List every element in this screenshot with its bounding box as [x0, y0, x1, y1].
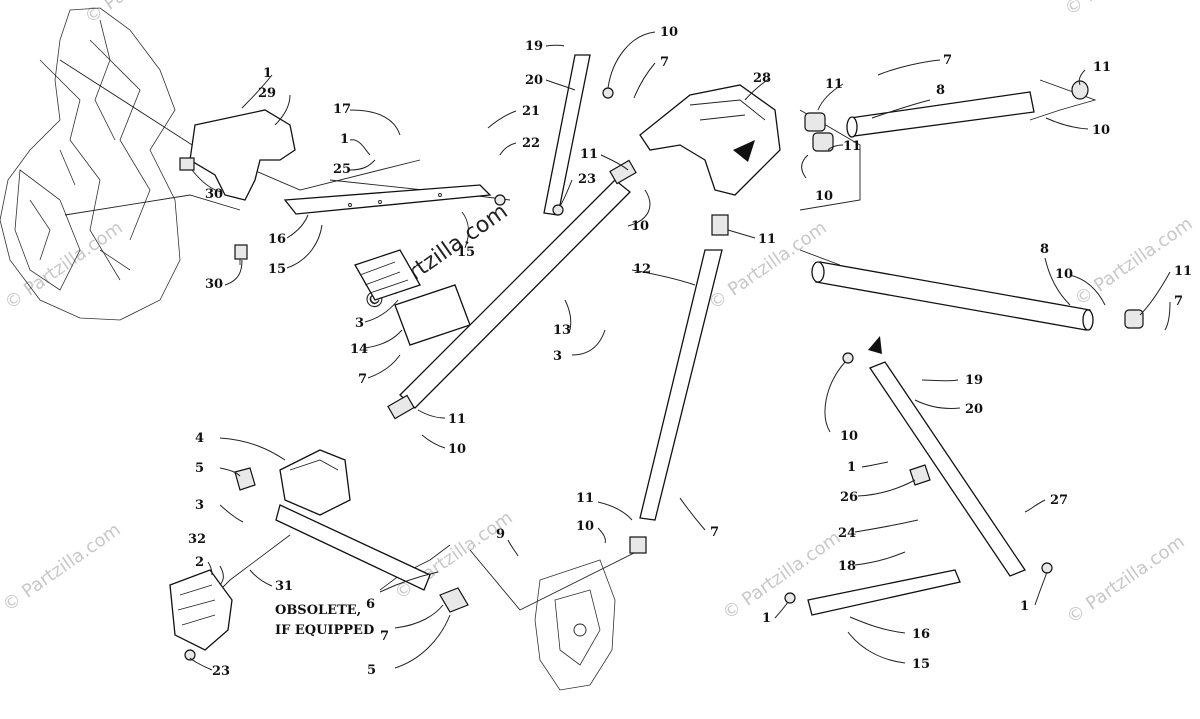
callout-25: 25 — [333, 162, 351, 177]
callout-17: 17 — [333, 102, 351, 117]
strap-20-upper — [543, 54, 614, 216]
callout-7c: 7 — [943, 53, 952, 68]
tube-vertical — [629, 214, 729, 554]
callout-15a: 15 — [268, 262, 286, 277]
callout-13: 13 — [553, 323, 571, 338]
callout-10f: 10 — [1055, 267, 1073, 282]
callout-23b: 23 — [212, 664, 230, 679]
callout-15c: 15 — [912, 657, 930, 672]
bar-16-lower — [784, 569, 961, 616]
callout-27: 27 — [1050, 493, 1068, 508]
callout-7b: 7 — [660, 55, 669, 70]
callout-2: 2 — [195, 555, 204, 570]
callout-5b: 5 — [367, 663, 376, 678]
obsolete-note: OBSOLETE, IF EQUIPPED — [275, 603, 374, 638]
callout-18: 18 — [838, 559, 856, 574]
callout-10b: 10 — [631, 219, 649, 234]
callout-3c: 3 — [195, 498, 204, 513]
callout-3b: 3 — [553, 349, 562, 364]
callout-16b: 16 — [912, 627, 930, 642]
tube-12 — [387, 159, 637, 420]
callout-11a: 11 — [580, 147, 598, 162]
callout-28: 28 — [753, 71, 771, 86]
callout-9: 9 — [496, 527, 505, 542]
callout-10d: 10 — [815, 189, 833, 204]
watermark-2: © Partzilla.com — [0, 519, 125, 616]
callout-23a: 23 — [578, 172, 596, 187]
callout-10e: 10 — [1092, 123, 1110, 138]
callout-21: 21 — [522, 104, 540, 119]
rod-8-upper — [804, 80, 1089, 152]
callout-1a: 1 — [263, 66, 272, 81]
callout-12: 12 — [633, 262, 651, 277]
callout-32: 32 — [188, 532, 206, 547]
callout-1e: 1 — [762, 611, 771, 626]
watermark-4: © Partzilla.com — [1063, 531, 1189, 628]
bracket-29 — [179, 109, 296, 260]
callout-6: 6 — [366, 597, 375, 612]
callout-8b: 8 — [1040, 242, 1049, 257]
callout-16a: 16 — [268, 232, 286, 247]
callout-20a: 20 — [525, 73, 543, 88]
frame-bottom-sketch — [534, 559, 616, 691]
callout-7e: 7 — [380, 629, 389, 644]
frame-left-sketch — [0, 7, 181, 321]
note-line-1: OBSOLETE, — [275, 603, 361, 618]
callout-11f: 11 — [1093, 60, 1111, 75]
callout-15b: 15 — [457, 245, 475, 260]
callout-5a: 5 — [195, 461, 204, 476]
callout-11e: 11 — [843, 139, 861, 154]
bar-16-upper — [283, 184, 506, 215]
strap-20-lower — [842, 336, 1053, 577]
callout-8a: 8 — [936, 83, 945, 98]
callout-10h: 10 — [576, 519, 594, 534]
callout-26: 26 — [840, 490, 858, 505]
callout-30b: 30 — [205, 277, 223, 292]
callout-11b: 11 — [758, 232, 776, 247]
watermark-7: © Partzilla.com — [81, 0, 207, 28]
callout-24: 24 — [838, 526, 856, 541]
callout-11h: 11 — [576, 491, 594, 506]
callout-19a: 19 — [525, 39, 543, 54]
callout-7a: 7 — [358, 372, 367, 387]
leader-lines — [189, 31, 1171, 671]
callout-1b: 1 — [340, 132, 349, 147]
watermark-8: © Partzilla.com — [1061, 0, 1187, 20]
callout-29: 29 — [258, 86, 276, 101]
callout-19b: 19 — [965, 373, 983, 388]
callout-11d: 11 — [825, 77, 843, 92]
callout-11g: 11 — [1174, 264, 1192, 279]
note-line-2: IF EQUIPPED — [275, 623, 374, 638]
callout-7d: 7 — [1174, 294, 1183, 309]
callout-10a: 10 — [660, 25, 678, 40]
callout-30a: 30 — [205, 187, 223, 202]
bracket-5-lower — [439, 587, 469, 613]
rod-8-lower — [811, 261, 1144, 331]
callout-4: 4 — [195, 431, 204, 446]
module-14 — [354, 249, 471, 346]
callout-1c: 1 — [847, 460, 856, 475]
callout-31: 31 — [275, 579, 293, 594]
bracket-4 — [234, 449, 431, 591]
callout-20b: 20 — [965, 402, 983, 417]
callout-10c: 10 — [448, 442, 466, 457]
callout-labels: 1 29 30 30 17 1 25 16 15 15 3 14 7 19 20… — [188, 25, 1192, 679]
callout-11c: 11 — [448, 412, 466, 427]
callout-7f: 7 — [710, 525, 719, 540]
callout-22: 22 — [522, 136, 540, 151]
bracket-28 — [639, 84, 781, 196]
actuator-2 — [169, 569, 233, 661]
callout-10g: 10 — [840, 429, 858, 444]
callout-1d: 1 — [1020, 599, 1029, 614]
callout-3a: 3 — [355, 316, 364, 331]
watermark-1: © Partzilla.com — [1, 217, 127, 314]
callout-14: 14 — [350, 342, 368, 357]
